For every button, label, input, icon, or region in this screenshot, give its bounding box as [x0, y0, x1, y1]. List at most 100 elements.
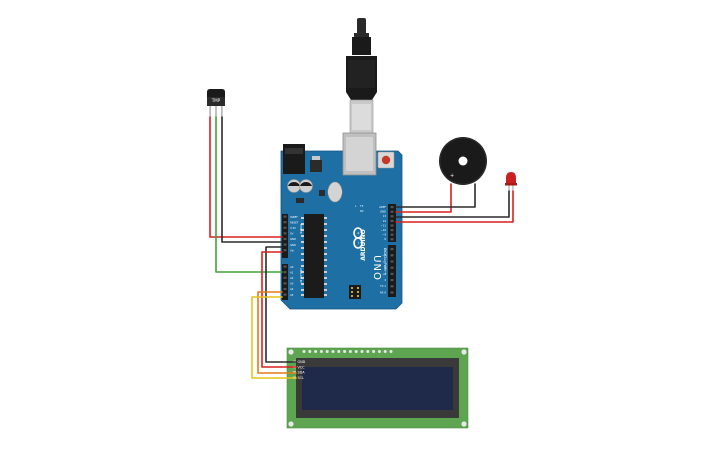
digital-pin-low[interactable] — [390, 260, 394, 263]
digital-pin-low[interactable] — [390, 266, 394, 269]
digital-pin-label: RX 0 — [380, 290, 386, 294]
digital-pin-high[interactable] — [390, 224, 394, 227]
digital-pin-low[interactable] — [390, 291, 394, 294]
analog-pin[interactable] — [283, 287, 287, 291]
power-pin-label: RESET — [290, 220, 299, 224]
analog-pin[interactable] — [283, 271, 287, 274]
lcd-header-pin — [383, 350, 387, 353]
arduino-board: − + ARDUINO UNO DIGITAL (PWM~) IOREFRESE… — [280, 132, 403, 310]
board-marking-tx: TX — [360, 204, 364, 208]
digital-pin-label: TX 1 — [380, 284, 386, 288]
analog-pin[interactable] — [283, 293, 287, 296]
lcd-header-pin — [331, 350, 335, 353]
digital-pin-high[interactable] — [390, 210, 394, 213]
wire-buzzer-pos — [395, 183, 452, 213]
reset-button-cap[interactable] — [381, 155, 391, 165]
lcd-header-pin — [389, 350, 393, 353]
digital-pin-label: ~10 — [381, 228, 387, 232]
power-header-label: POWER — [299, 224, 303, 234]
power-pin-label: GND — [290, 243, 296, 247]
analog-pin[interactable] — [283, 276, 287, 279]
digital-pin-label: 4 — [384, 266, 386, 270]
svg-text:−: − — [356, 241, 361, 244]
power-pin[interactable] — [283, 232, 287, 235]
digital-pin-low[interactable] — [390, 248, 394, 251]
wire-lcd-vcc — [261, 251, 297, 368]
digital-pin-low[interactable] — [390, 285, 394, 288]
red-led[interactable] — [505, 172, 517, 192]
power-pin[interactable] — [283, 237, 287, 241]
power-pin-label: Vin — [290, 248, 294, 252]
digital-pin-label: ~9 — [382, 233, 386, 237]
power-pin-label: GND — [290, 237, 296, 241]
wire-led-anode — [395, 190, 514, 223]
analog-pin-label: A5 — [290, 293, 294, 297]
digital-header-low — [388, 245, 396, 297]
digital-pin-low[interactable] — [390, 279, 394, 282]
usb-cable — [346, 18, 377, 135]
wire-sensor-vcc — [209, 116, 283, 238]
digital-pin-high[interactable] — [390, 215, 394, 218]
wires — [209, 116, 514, 379]
digital-pin-label: GND — [380, 210, 386, 214]
digital-pin-label: ~6 — [382, 253, 386, 257]
piezo-buzzer[interactable]: + — [439, 137, 487, 185]
digital-pin-label: 12 — [383, 219, 387, 223]
wire-led-cathode — [395, 190, 510, 218]
analog-pin-label: A4 — [290, 287, 294, 291]
lcd-pin-label: VCC — [298, 365, 306, 369]
digital-pin-label: 2 — [384, 278, 386, 282]
digital-pin-label: 8 — [384, 237, 386, 241]
digital-pin-label: 13 — [383, 214, 387, 218]
temperature-sensor[interactable]: TMP — [207, 89, 225, 118]
digital-pin-label: 7 — [384, 247, 386, 251]
power-pin[interactable] — [283, 215, 287, 218]
power-pin[interactable] — [283, 243, 287, 246]
lcd-screen — [302, 367, 453, 410]
lcd-header-pin — [302, 350, 306, 353]
lcd-header-pin — [343, 350, 347, 353]
board-marking-l: L — [355, 204, 357, 208]
digital-pin-high[interactable] — [390, 233, 394, 236]
power-pin[interactable] — [283, 226, 287, 229]
digital-pin-high[interactable] — [390, 219, 394, 222]
power-pin[interactable] — [283, 221, 287, 224]
analog-pin[interactable] — [283, 282, 287, 285]
sensor-label: TMP — [211, 98, 221, 103]
lcd-pin-label: SDA — [298, 371, 306, 375]
digital-pin-low[interactable] — [390, 254, 394, 257]
power-pin-label: 3.3V — [290, 226, 296, 230]
wire-buzzer-neg — [395, 183, 476, 208]
lcd-header-pin — [337, 350, 341, 353]
regulator-chip — [310, 160, 322, 172]
arduino-logo: − + — [353, 227, 363, 249]
arduino-brand: ARDUINO — [360, 229, 367, 260]
lcd-header-pin — [325, 350, 329, 353]
power-pin-label: 5V — [290, 232, 294, 236]
wire-sensor-out — [215, 116, 283, 273]
lcd-header-pin — [372, 350, 376, 353]
buzzer-plus-label: + — [450, 173, 454, 179]
digital-pin-low[interactable] — [390, 272, 394, 275]
lcd-header-pin — [366, 350, 370, 353]
analog-pin-label: A3 — [290, 282, 294, 286]
analog-header — [282, 264, 288, 300]
lcd-header-pin — [308, 350, 312, 353]
digital-pin-label: AREF — [379, 205, 386, 209]
arduino-model: UNO — [371, 255, 382, 281]
power-pin[interactable] — [283, 249, 287, 252]
power-header — [282, 214, 288, 258]
digital-pin-high[interactable] — [390, 229, 394, 232]
digital-pin-label: ~5 — [382, 259, 386, 263]
analog-pin-label: A0 — [290, 265, 294, 269]
digital-pin-high[interactable] — [390, 238, 394, 241]
analog-header-label: ANALOG IN — [299, 268, 303, 282]
wire-lcd-scl — [251, 296, 297, 379]
analog-pin-label: A2 — [290, 276, 294, 280]
analog-pin[interactable] — [283, 265, 287, 268]
digital-header-text: DIGITAL (PWM~) — [383, 248, 387, 274]
digital-pin-high[interactable] — [390, 206, 394, 209]
wire-lcd-sda — [257, 291, 297, 374]
